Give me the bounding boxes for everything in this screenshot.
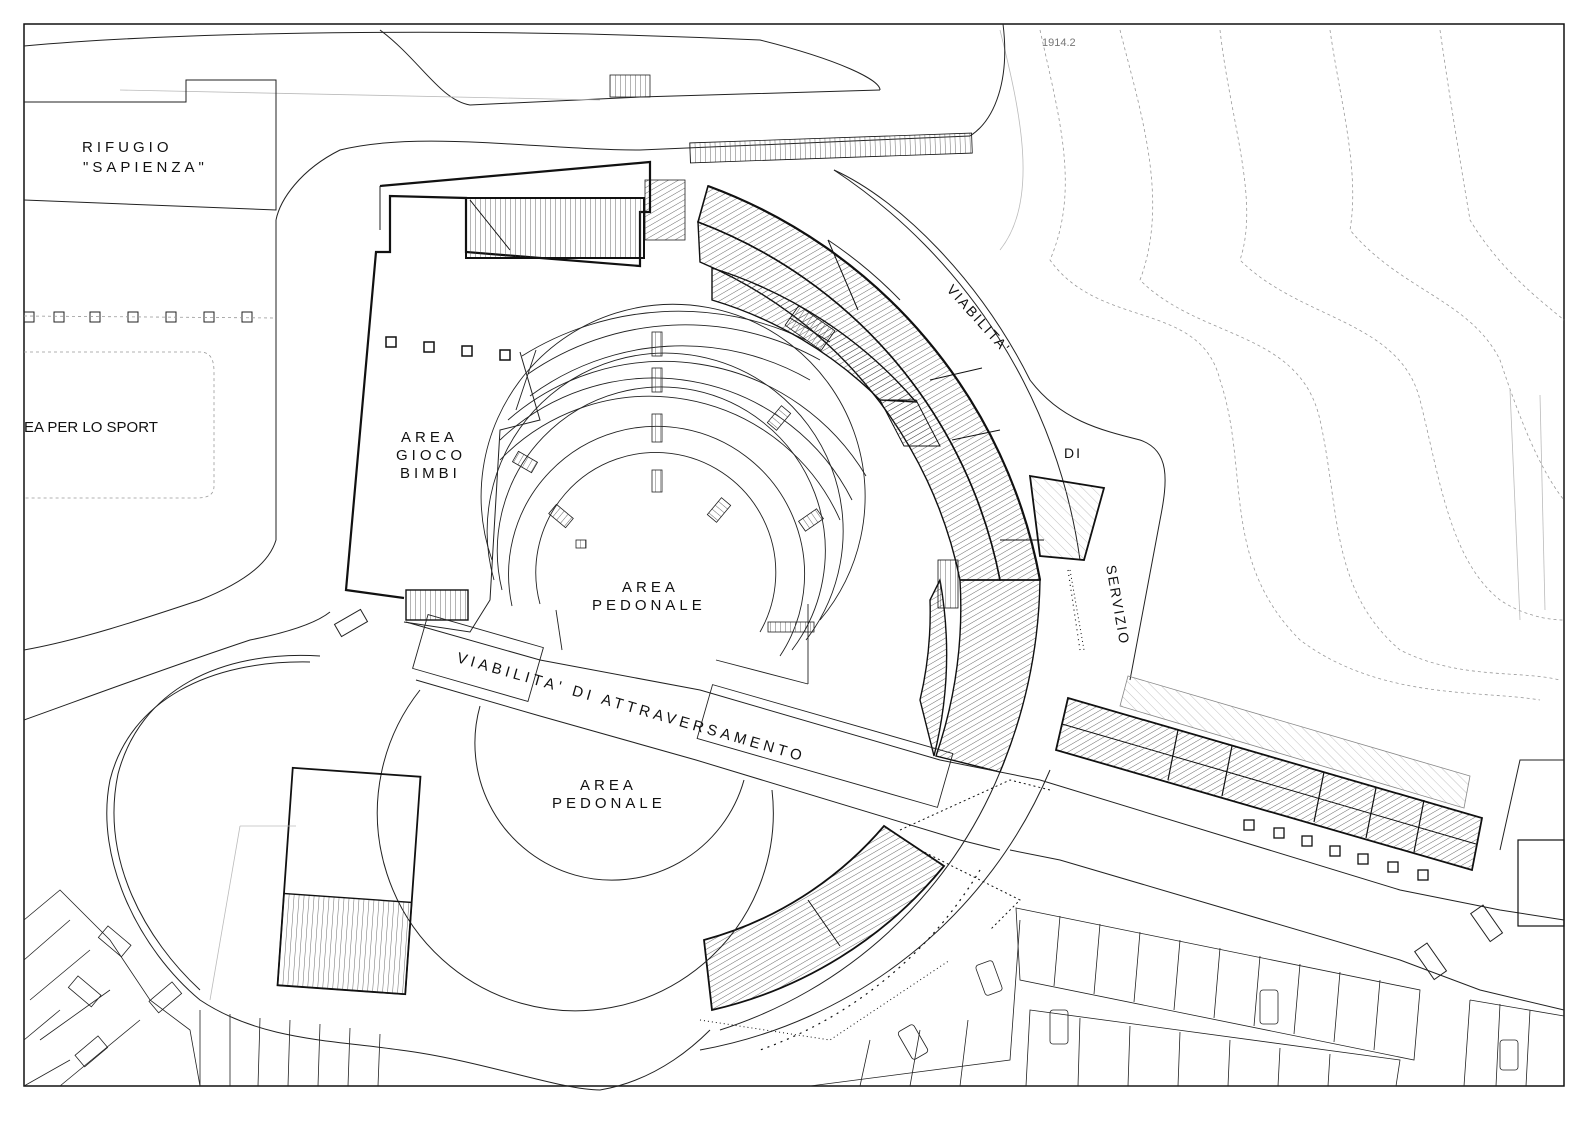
playground-area	[344, 160, 652, 633]
covered-arc-south	[699, 769, 1051, 1051]
bollard-row-east	[1243, 819, 1429, 881]
label-gioco-line2: GIOCO	[396, 447, 466, 464]
parked-car-east-1	[1469, 904, 1504, 943]
parked-car-east-2	[1413, 942, 1448, 981]
stair-top	[689, 132, 973, 164]
access-roads	[23, 23, 1006, 721]
sheet-frame	[23, 23, 1565, 1087]
service-road	[833, 169, 1166, 681]
south-plaza	[106, 654, 774, 1091]
label-viabilita-service-line3: SERVIZIO	[1103, 564, 1133, 647]
guard-rails	[699, 569, 1085, 1041]
label-rifugio-line2: "SAPIENZA"	[83, 159, 208, 176]
amphitheatre-aisles	[511, 331, 825, 633]
bollards-playground	[385, 336, 511, 361]
stair-north	[644, 179, 686, 241]
label-viabilita-crossing: VIABILITA' DI ATTRAVERSAMENTO	[455, 650, 808, 766]
parking-deck-east	[1009, 675, 1565, 1011]
label-viabilita-service-line1: VIABILITA'	[944, 281, 1014, 356]
label-rifugio-line1: RIFUGIO	[82, 139, 173, 156]
covered-arcs	[697, 169, 1081, 773]
rifugio-building	[23, 79, 277, 211]
bench-shelter	[465, 197, 645, 259]
label-sport: EA PER LO SPORT	[24, 419, 158, 436]
sheet-code: 1914.2	[1042, 37, 1076, 49]
amphitheatre-steps	[480, 303, 867, 685]
terrain-contours	[999, 29, 1565, 701]
label-viabilita-service-line2: DI	[1064, 445, 1082, 461]
parking-stalls-southeast	[809, 907, 1565, 1087]
bollard-row-west	[23, 311, 253, 323]
label-pedonale-north-line2: PEDONALE	[592, 597, 706, 614]
pavilion-roof	[276, 892, 413, 995]
label-pedonale-north-line1: AREA	[622, 579, 679, 596]
label-pedonale-south-line1: AREA	[580, 777, 637, 794]
sport-area	[23, 311, 277, 499]
stair-amph-ne	[784, 304, 836, 352]
parked-car-west	[333, 608, 369, 638]
label-gioco-line1: AREA	[401, 429, 458, 446]
label-gioco-line3: BIMBI	[400, 465, 461, 482]
parking-stalls-southwest	[23, 889, 381, 1087]
stair-amph-e	[937, 559, 959, 609]
label-pedonale-south-line2: PEDONALE	[552, 795, 666, 812]
road-stairs	[609, 74, 651, 98]
stair-west	[405, 589, 469, 621]
crossing-road	[333, 608, 1041, 851]
